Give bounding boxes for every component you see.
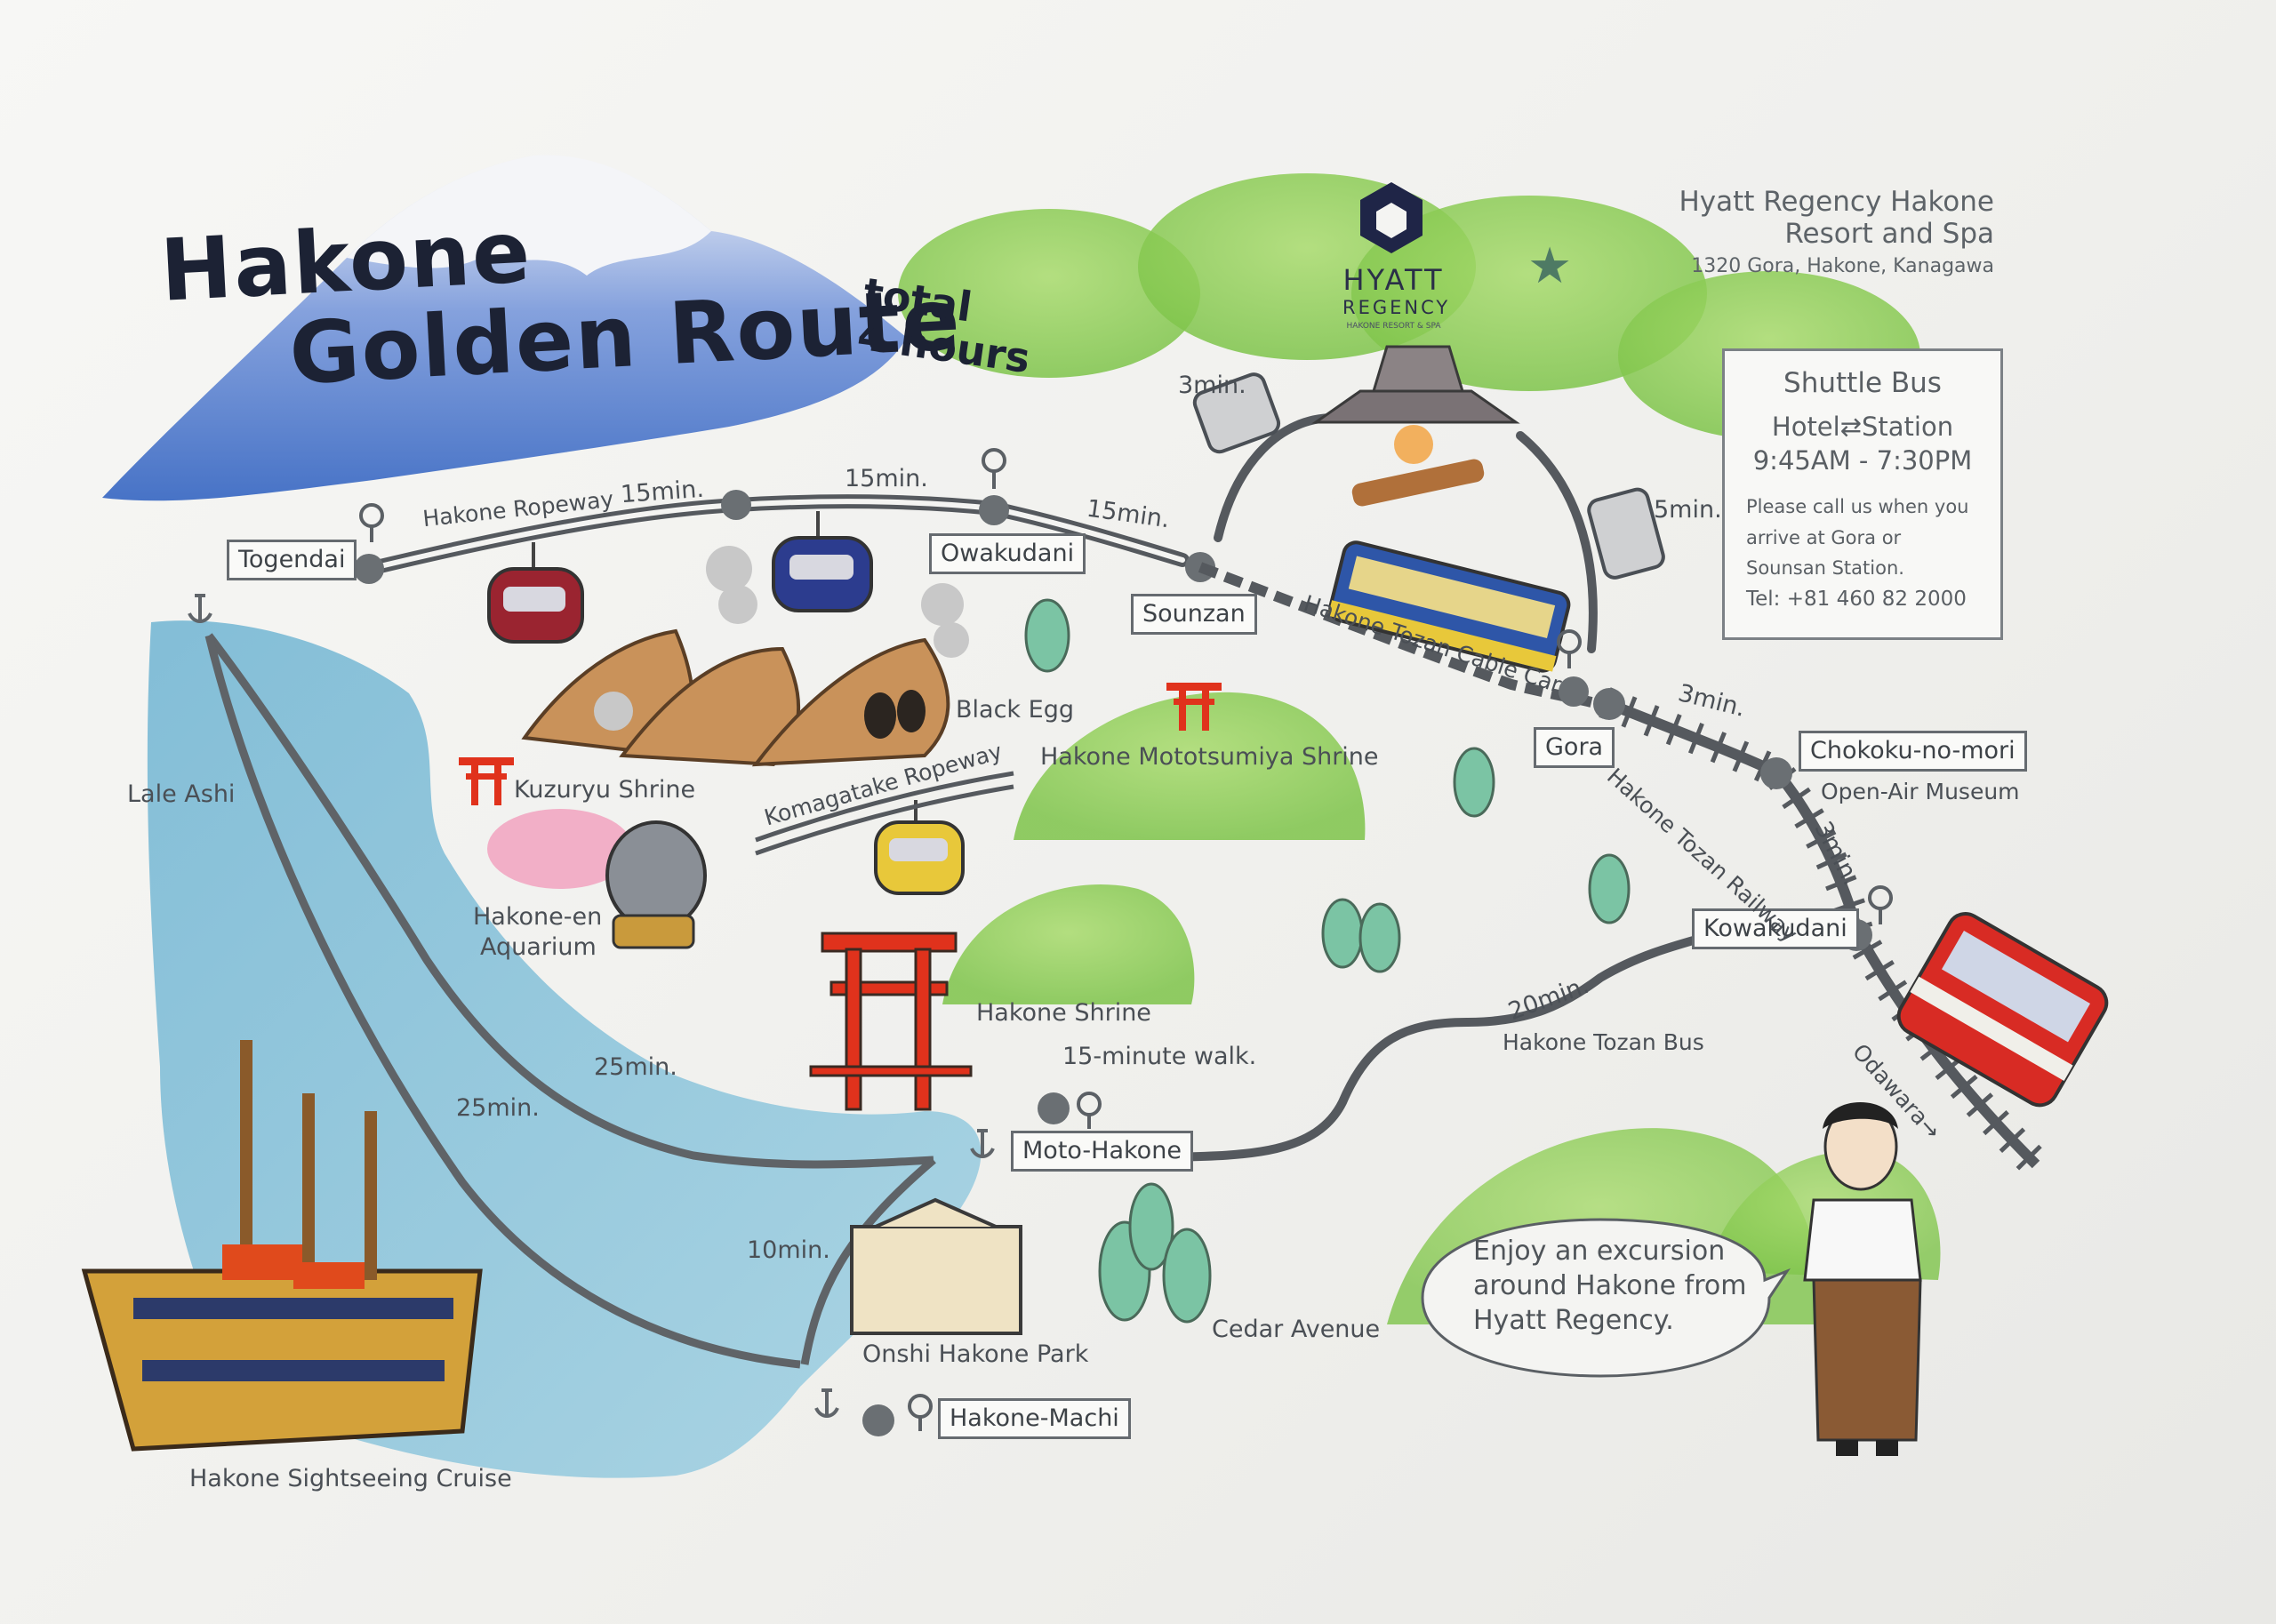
hyatt-logo-word: HYATT <box>1342 263 1445 297</box>
label-open-air-museum: Open-Air Museum <box>1821 779 2020 804</box>
hakone-ropeway-line <box>362 494 1190 576</box>
label-15-minute-walk: 15-minute walk. <box>1062 1043 1257 1070</box>
label-mototsumiya-shrine: Hakone Mototsumiya Shrine <box>1040 743 1379 771</box>
station-togendai[interactable]: Togendai <box>227 540 357 580</box>
hotel-address: 1320 Gora, Hakone, Kanagawa <box>1691 255 1994 278</box>
shrine-torii-icons <box>459 683 1222 805</box>
pin-icons <box>359 448 1893 1431</box>
woman-illustration <box>1803 1102 1922 1456</box>
label-hakone-shrine: Hakone Shrine <box>976 999 1151 1027</box>
shuttle-route: Hotel⇄Station <box>1771 412 1954 442</box>
hyatt-logo-sub: HAKONE RESORT & SPA <box>1346 322 1441 331</box>
hyatt-logo-word2: REGENCY <box>1342 297 1451 318</box>
hotel-info: Hyatt Regency Hakone Resort and Spa 1320… <box>1679 186 1994 278</box>
shuttle-bus-box: Shuttle Bus Hotel⇄Station 9:45AM - 7:30P… <box>1722 348 2003 640</box>
station-owakudani[interactable]: Owakudani <box>929 533 1086 574</box>
onshi-park-building <box>850 1197 1022 1335</box>
time-bus-3: 3min. <box>1178 372 1246 399</box>
label-tozan-bus: Hakone Tozan Bus <box>1503 1029 1704 1055</box>
shuttle-bus-arc <box>1214 413 1598 653</box>
mount-fuji <box>102 155 907 501</box>
aquarium-seal <box>605 820 707 949</box>
hotel-hut <box>1311 345 1520 424</box>
hakone-shrine-torii <box>809 932 973 1111</box>
gondola-yellow <box>874 800 965 895</box>
station-kowakudani[interactable]: Kowakudani <box>1692 908 1859 949</box>
hotel-name-line-1: Hyatt Regency Hakone <box>1679 186 1994 218</box>
time-ropeway-2: 15min. <box>845 465 928 492</box>
cable-car-train <box>1327 540 1571 673</box>
label-aquarium-2: Aquarium <box>480 933 597 961</box>
speech-bubble <box>1421 1218 1791 1378</box>
shuttle-bus-icons <box>1192 372 1665 580</box>
station-hakone-machi[interactable]: Hakone-Machi <box>938 1398 1131 1439</box>
label-kuzuryu-shrine: Kuzuryu Shrine <box>514 776 696 804</box>
speech-bubble-text: Enjoy an excursion around Hakone from Hy… <box>1418 1218 1775 1376</box>
sightseeing-cruise-ship <box>81 1040 483 1452</box>
bubble-line-3: Hyatt Regency. <box>1473 1305 1674 1336</box>
red-train <box>1896 912 2109 1108</box>
hyatt-logo: HYATT REGENCY HAKONE RESORT & SPA <box>1342 178 1451 332</box>
label-aquarium-1: Hakone-en <box>473 903 603 931</box>
anchor-icons <box>188 594 995 1418</box>
svg-text:★: ★ <box>1527 237 1572 295</box>
shuttle-title: Shuttle Bus <box>1783 367 1942 399</box>
tozan-bus-road <box>1160 924 1738 1162</box>
cherry-tree <box>487 809 633 889</box>
shuttle-tel: Tel: +81 460 82 2000 <box>1746 587 1967 611</box>
station-sounzan[interactable]: Sounzan <box>1131 594 1257 635</box>
time-ropeway-1: 15min. <box>620 475 705 509</box>
label-lake-ashi: Lale Ashi <box>127 780 236 808</box>
time-cruise-25a: 25min. <box>594 1053 677 1081</box>
tree-icons <box>1024 598 1631 1324</box>
map-title: Hakone Golden Route <box>158 185 964 405</box>
bubble-line-1: Enjoy an excursion <box>1473 1236 1726 1267</box>
station-chokoku-no-mori[interactable]: Chokoku-no-mori <box>1799 731 2027 772</box>
station-moto-hakone[interactable]: Moto-Hakone <box>1011 1131 1193 1172</box>
gondola-red <box>487 542 584 644</box>
bubble-line-2: around Hakone from <box>1473 1270 1747 1301</box>
gondola-blue <box>772 511 873 612</box>
shuttle-hours: 9:45AM - 7:30PM <box>1752 445 1973 476</box>
shuttle-note: Please call us when you arrive at Gora o… <box>1746 496 1969 580</box>
label-onshi-park: Onshi Hakone Park <box>862 1340 1089 1368</box>
komagatake-ropeway-line <box>755 771 1014 843</box>
label-sightseeing-cruise: Hakone Sightseeing Cruise <box>189 1465 512 1492</box>
owakudani-volcano <box>521 546 969 767</box>
time-cruise-10: 10min. <box>747 1236 830 1264</box>
time-cruise-25b: 25min. <box>456 1094 540 1122</box>
cruise-routes <box>204 633 936 1369</box>
time-bus-5: 5min. <box>1654 496 1722 524</box>
campfire <box>1351 425 1485 507</box>
label-cedar-avenue: Cedar Avenue <box>1212 1316 1381 1343</box>
station-gora[interactable]: Gora <box>1534 727 1615 768</box>
hotel-name-line-2: Resort and Spa <box>1784 217 1994 250</box>
label-black-egg: Black Egg <box>956 696 1074 724</box>
